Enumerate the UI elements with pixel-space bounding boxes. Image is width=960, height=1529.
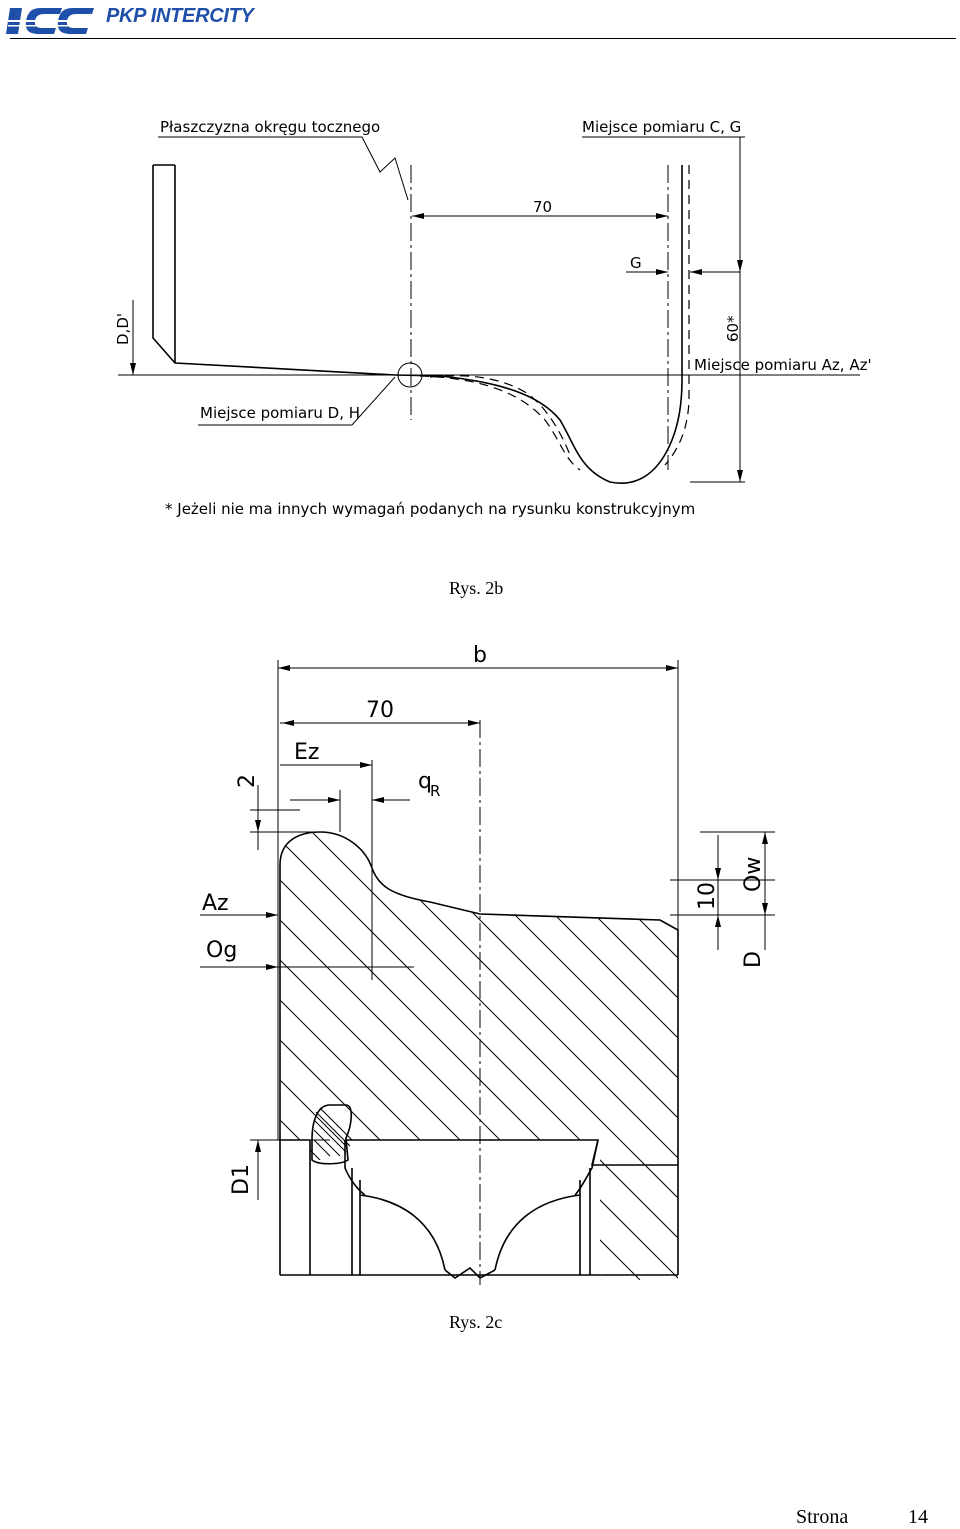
figure-2b-drawing: Płaszczyzna okręgu tocznego Miejsce pomi… bbox=[114, 118, 872, 518]
label-dim-g: G bbox=[630, 254, 642, 272]
label-d1: D1 bbox=[229, 1164, 254, 1195]
brand-name: PKP INTERCITY bbox=[106, 5, 254, 27]
label-measure-dh: Miejsce pomiaru D, H bbox=[200, 404, 360, 422]
intercity-logo-icon bbox=[6, 8, 98, 34]
label-dim-60: 60* bbox=[724, 315, 742, 342]
figure-2c-drawing: b 70 Ez q R 2 Az Og 10 Ow D D1 bbox=[200, 643, 775, 1285]
label-az: Az bbox=[202, 891, 229, 916]
label-dim-70-bottom: 70 bbox=[366, 698, 394, 723]
label-qr-q: q bbox=[418, 769, 432, 794]
label-dim-dd: D,D' bbox=[114, 313, 132, 345]
label-measure-az: Miejsce pomiaru Az, Az' bbox=[694, 356, 872, 374]
label-b: b bbox=[473, 643, 487, 668]
caption-rys-2b: Rys. 2b bbox=[449, 578, 504, 598]
header-divider bbox=[10, 38, 956, 39]
label-d: D bbox=[741, 951, 766, 968]
label-measure-cg: Miejsce pomiaru C, G bbox=[582, 118, 741, 136]
footnote: * Jeżeli nie ma innych wymagań podanych … bbox=[165, 500, 695, 518]
page-header: PKP INTERCITY bbox=[0, 0, 960, 42]
caption-rys-2c: Rys. 2c bbox=[449, 1312, 503, 1332]
label-ow: Ow bbox=[741, 857, 766, 892]
label-og: Og bbox=[206, 938, 237, 963]
footer-page-word: Strona bbox=[796, 1506, 849, 1528]
label-dim-2: 2 bbox=[235, 774, 260, 788]
label-dim-70-top: 70 bbox=[533, 198, 552, 216]
label-dim-10: 10 bbox=[695, 882, 720, 910]
label-qr-r: R bbox=[430, 782, 440, 800]
label-plane: Płaszczyzna okręgu tocznego bbox=[160, 118, 380, 136]
footer-page-number: 14 bbox=[908, 1506, 928, 1528]
label-ez: Ez bbox=[294, 740, 319, 765]
